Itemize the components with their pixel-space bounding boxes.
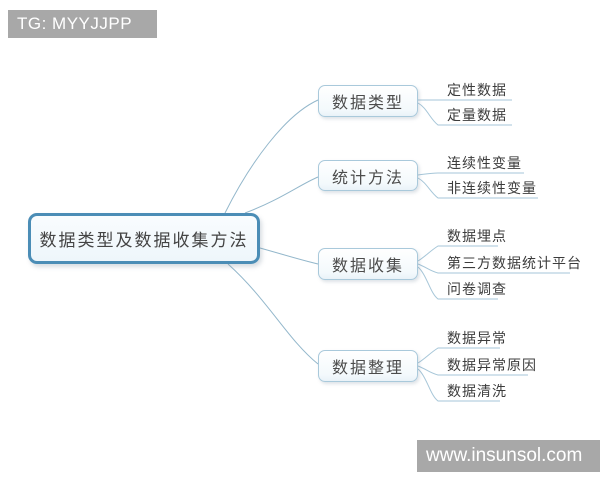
connector-root-to-branch-data-collect	[259, 247, 319, 265]
connector-leaf-cleaning	[417, 368, 500, 402]
connector-leaf-thirdparty	[417, 263, 570, 274]
leaf-topic-anomaly[interactable]: 数据异常	[447, 330, 507, 346]
leaf-topic-noncontinuous[interactable]: 非连续性变量	[447, 180, 537, 196]
root-topic[interactable]: 数据类型及数据收集方法	[28, 213, 260, 264]
connector-root-to-branch-data-clean	[227, 263, 319, 365]
branch-topic-data-clean[interactable]: 数据整理	[318, 350, 418, 382]
leaf-topic-continuous[interactable]: 连续性变量	[447, 155, 522, 171]
leaf-topic-thirdparty[interactable]: 第三方数据统计平台	[447, 255, 582, 271]
connector-leaf-noncontinuous	[417, 177, 538, 199]
leaf-topic-qualitative[interactable]: 定性数据	[447, 82, 507, 98]
branch-topic-data-collect[interactable]: 数据收集	[318, 248, 418, 280]
leaf-topic-survey[interactable]: 问卷调查	[447, 281, 507, 297]
leaf-topic-tracking[interactable]: 数据埋点	[447, 228, 507, 244]
leaf-topic-anomaly-cause[interactable]: 数据异常原因	[447, 357, 537, 373]
watermark-bottom-right: www.insunsol.com	[417, 440, 600, 472]
connector-leaf-survey	[417, 266, 498, 300]
connector-leaf-tracking	[417, 245, 498, 262]
connector-leaf-anomaly	[417, 347, 500, 364]
watermark-top-left: TG: MYYJJPP	[8, 10, 157, 38]
leaf-topic-cleaning[interactable]: 数据清洗	[447, 383, 507, 399]
leaf-topic-quantitative[interactable]: 定量数据	[447, 107, 507, 123]
connector-leaf-continuous	[417, 172, 524, 176]
connector-root-to-branch-stat-method	[244, 176, 319, 214]
branch-topic-data-type[interactable]: 数据类型	[318, 85, 418, 117]
branch-topic-stat-method[interactable]: 统计方法	[318, 160, 418, 191]
connector-leaf-quantitative	[417, 102, 512, 126]
connector-root-to-branch-data-type	[224, 99, 319, 214]
connector-leaf-anomaly-cause	[417, 365, 528, 376]
